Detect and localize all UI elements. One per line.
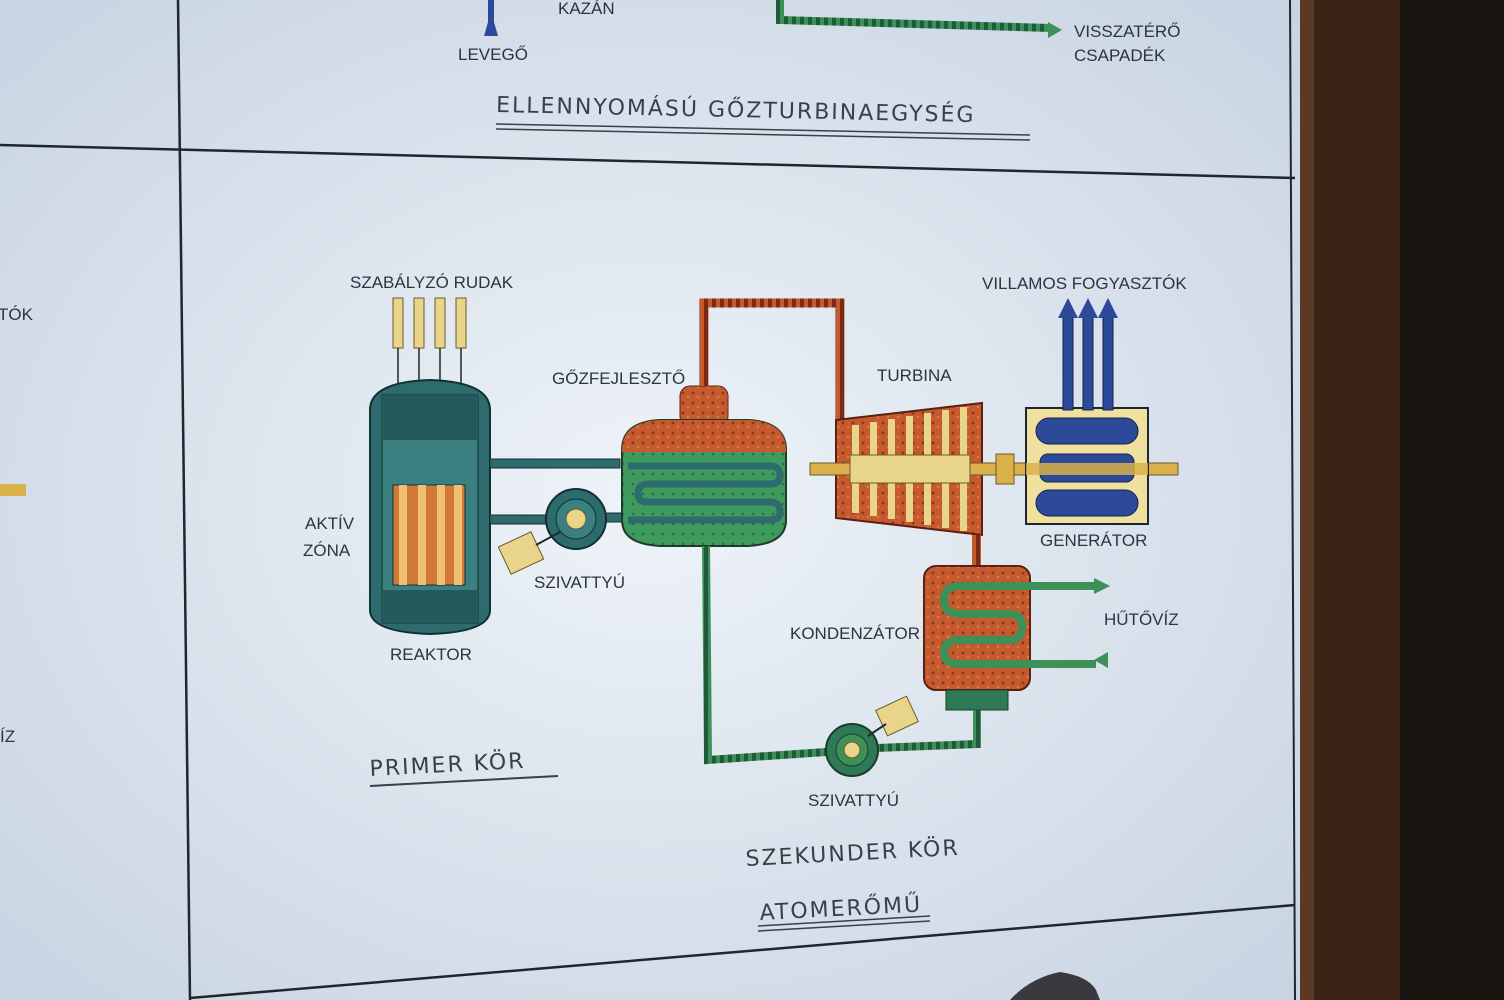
secondary-feed-pipe <box>702 545 827 765</box>
reactor-vessel <box>369 378 491 636</box>
return-pipe <box>776 0 1051 32</box>
steam-line <box>699 298 845 430</box>
label-villamos-fogyasztok: VILLAMOS FOGYASZTÓK <box>982 274 1187 293</box>
primary-pipes <box>489 458 623 525</box>
secondary-return-pipe <box>875 710 981 752</box>
exhaust-pipe <box>972 535 981 570</box>
wooden-frame <box>1310 0 1400 1000</box>
label-csapadek: CSAPADÉK <box>1074 46 1166 65</box>
frame-edge <box>1300 0 1314 1000</box>
return-arrow-icon <box>1048 22 1062 38</box>
label-szivattyu-szekunder: SZIVATTYÚ <box>808 791 899 810</box>
label-hutoviz: HŰTŐVÍZ <box>1104 610 1179 629</box>
grid-line <box>1289 0 1296 1000</box>
title-underline <box>495 123 1031 136</box>
condenser <box>923 565 1110 711</box>
label-szabalyzo-rudak: SZABÁLYZÓ RUDAK <box>350 273 514 292</box>
title-underline <box>757 920 931 932</box>
rock-fragment <box>1010 972 1100 1000</box>
title-underline <box>495 128 1031 141</box>
air-arrow-icon <box>484 0 498 36</box>
label-levego: LEVEGŐ <box>458 45 528 64</box>
grid-line <box>189 903 1296 1000</box>
steam-generator <box>621 385 787 547</box>
consumer-arrows <box>1058 298 1118 411</box>
primary-pump <box>497 488 607 575</box>
label-aktiv: AKTÍV <box>305 514 355 533</box>
title-underline <box>369 775 559 787</box>
label-kondenzator: KONDENZÁTOR <box>790 624 920 643</box>
label-turbina: TURBINA <box>877 366 952 385</box>
label-gozfejleszto: GŐZFEJLESZTŐ <box>552 369 685 388</box>
label-zona: ZÓNA <box>303 541 351 560</box>
fragment-shaft <box>0 484 26 496</box>
label-reaktor: REAKTOR <box>390 645 472 664</box>
label-visszatero: VISSZATÉRŐ <box>1074 22 1180 41</box>
title-underline <box>757 915 931 927</box>
label-fragment-iz: ÍZ <box>0 727 15 746</box>
grid-line <box>0 143 1296 180</box>
label-szivattyu-primer: SZIVATTYÚ <box>534 573 625 592</box>
label-fragment-tok: TÓK <box>0 305 34 324</box>
grid-line <box>176 0 192 1000</box>
generator <box>1025 407 1149 525</box>
label-generator: GENERÁTOR <box>1040 531 1147 550</box>
label-kazan: KAZÁN <box>558 0 615 18</box>
secondary-pump <box>825 695 919 777</box>
